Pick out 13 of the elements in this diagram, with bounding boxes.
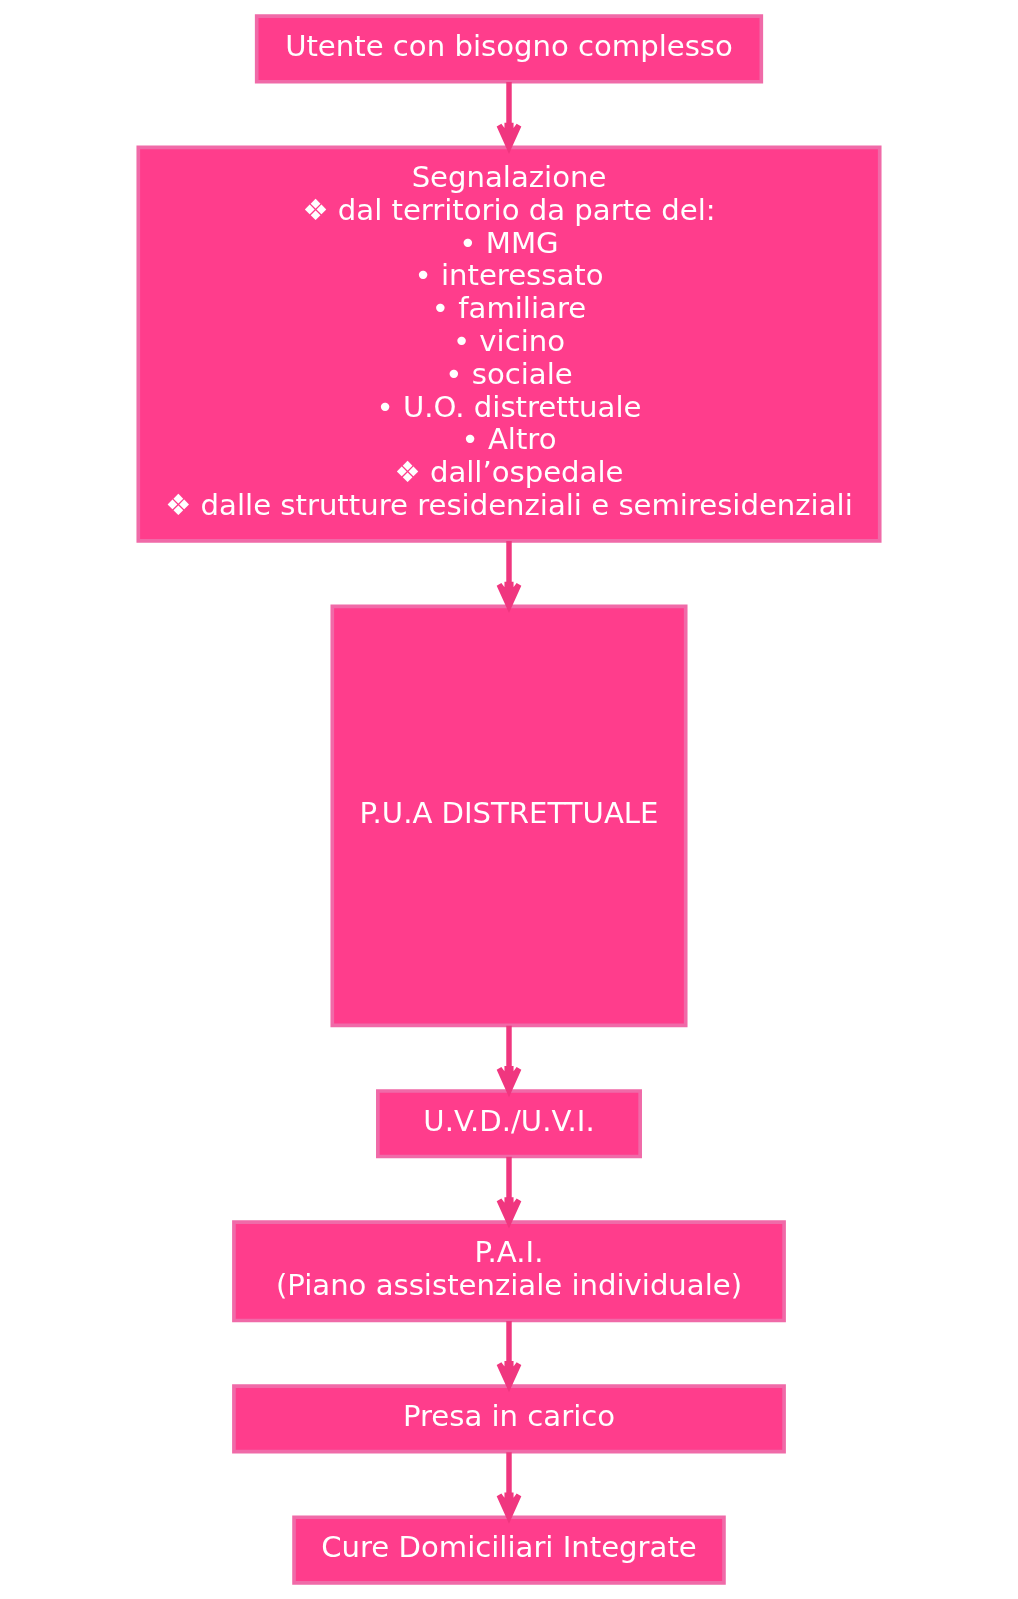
arrow — [496, 81, 522, 150]
arrow — [496, 1156, 522, 1225]
node-box: U.V.D./U.V.I. — [376, 1089, 642, 1159]
arrow — [496, 1321, 522, 1389]
arrow — [496, 1025, 522, 1094]
arrow — [496, 541, 522, 610]
node-box: Utente con bisogno complesso — [254, 14, 764, 84]
node-box: Presa in carico — [232, 1384, 786, 1454]
arrow — [496, 1452, 522, 1520]
node-box: P.U.A DISTRETTUALE — [330, 604, 688, 1028]
node-box: Cure Domiciliari Integrate — [292, 1515, 726, 1585]
node-box: P.A.I. (Piano assistenziale individuale) — [232, 1220, 786, 1323]
node-box: Segnalazione ❖ dal territorio da parte del: • MMG • interessato • familiare • vicino • sociale • U.O. distrettuale • Altro ❖ dall’ospedale ❖ dalle strutture residenziali e semiresidenziali — [136, 145, 882, 543]
